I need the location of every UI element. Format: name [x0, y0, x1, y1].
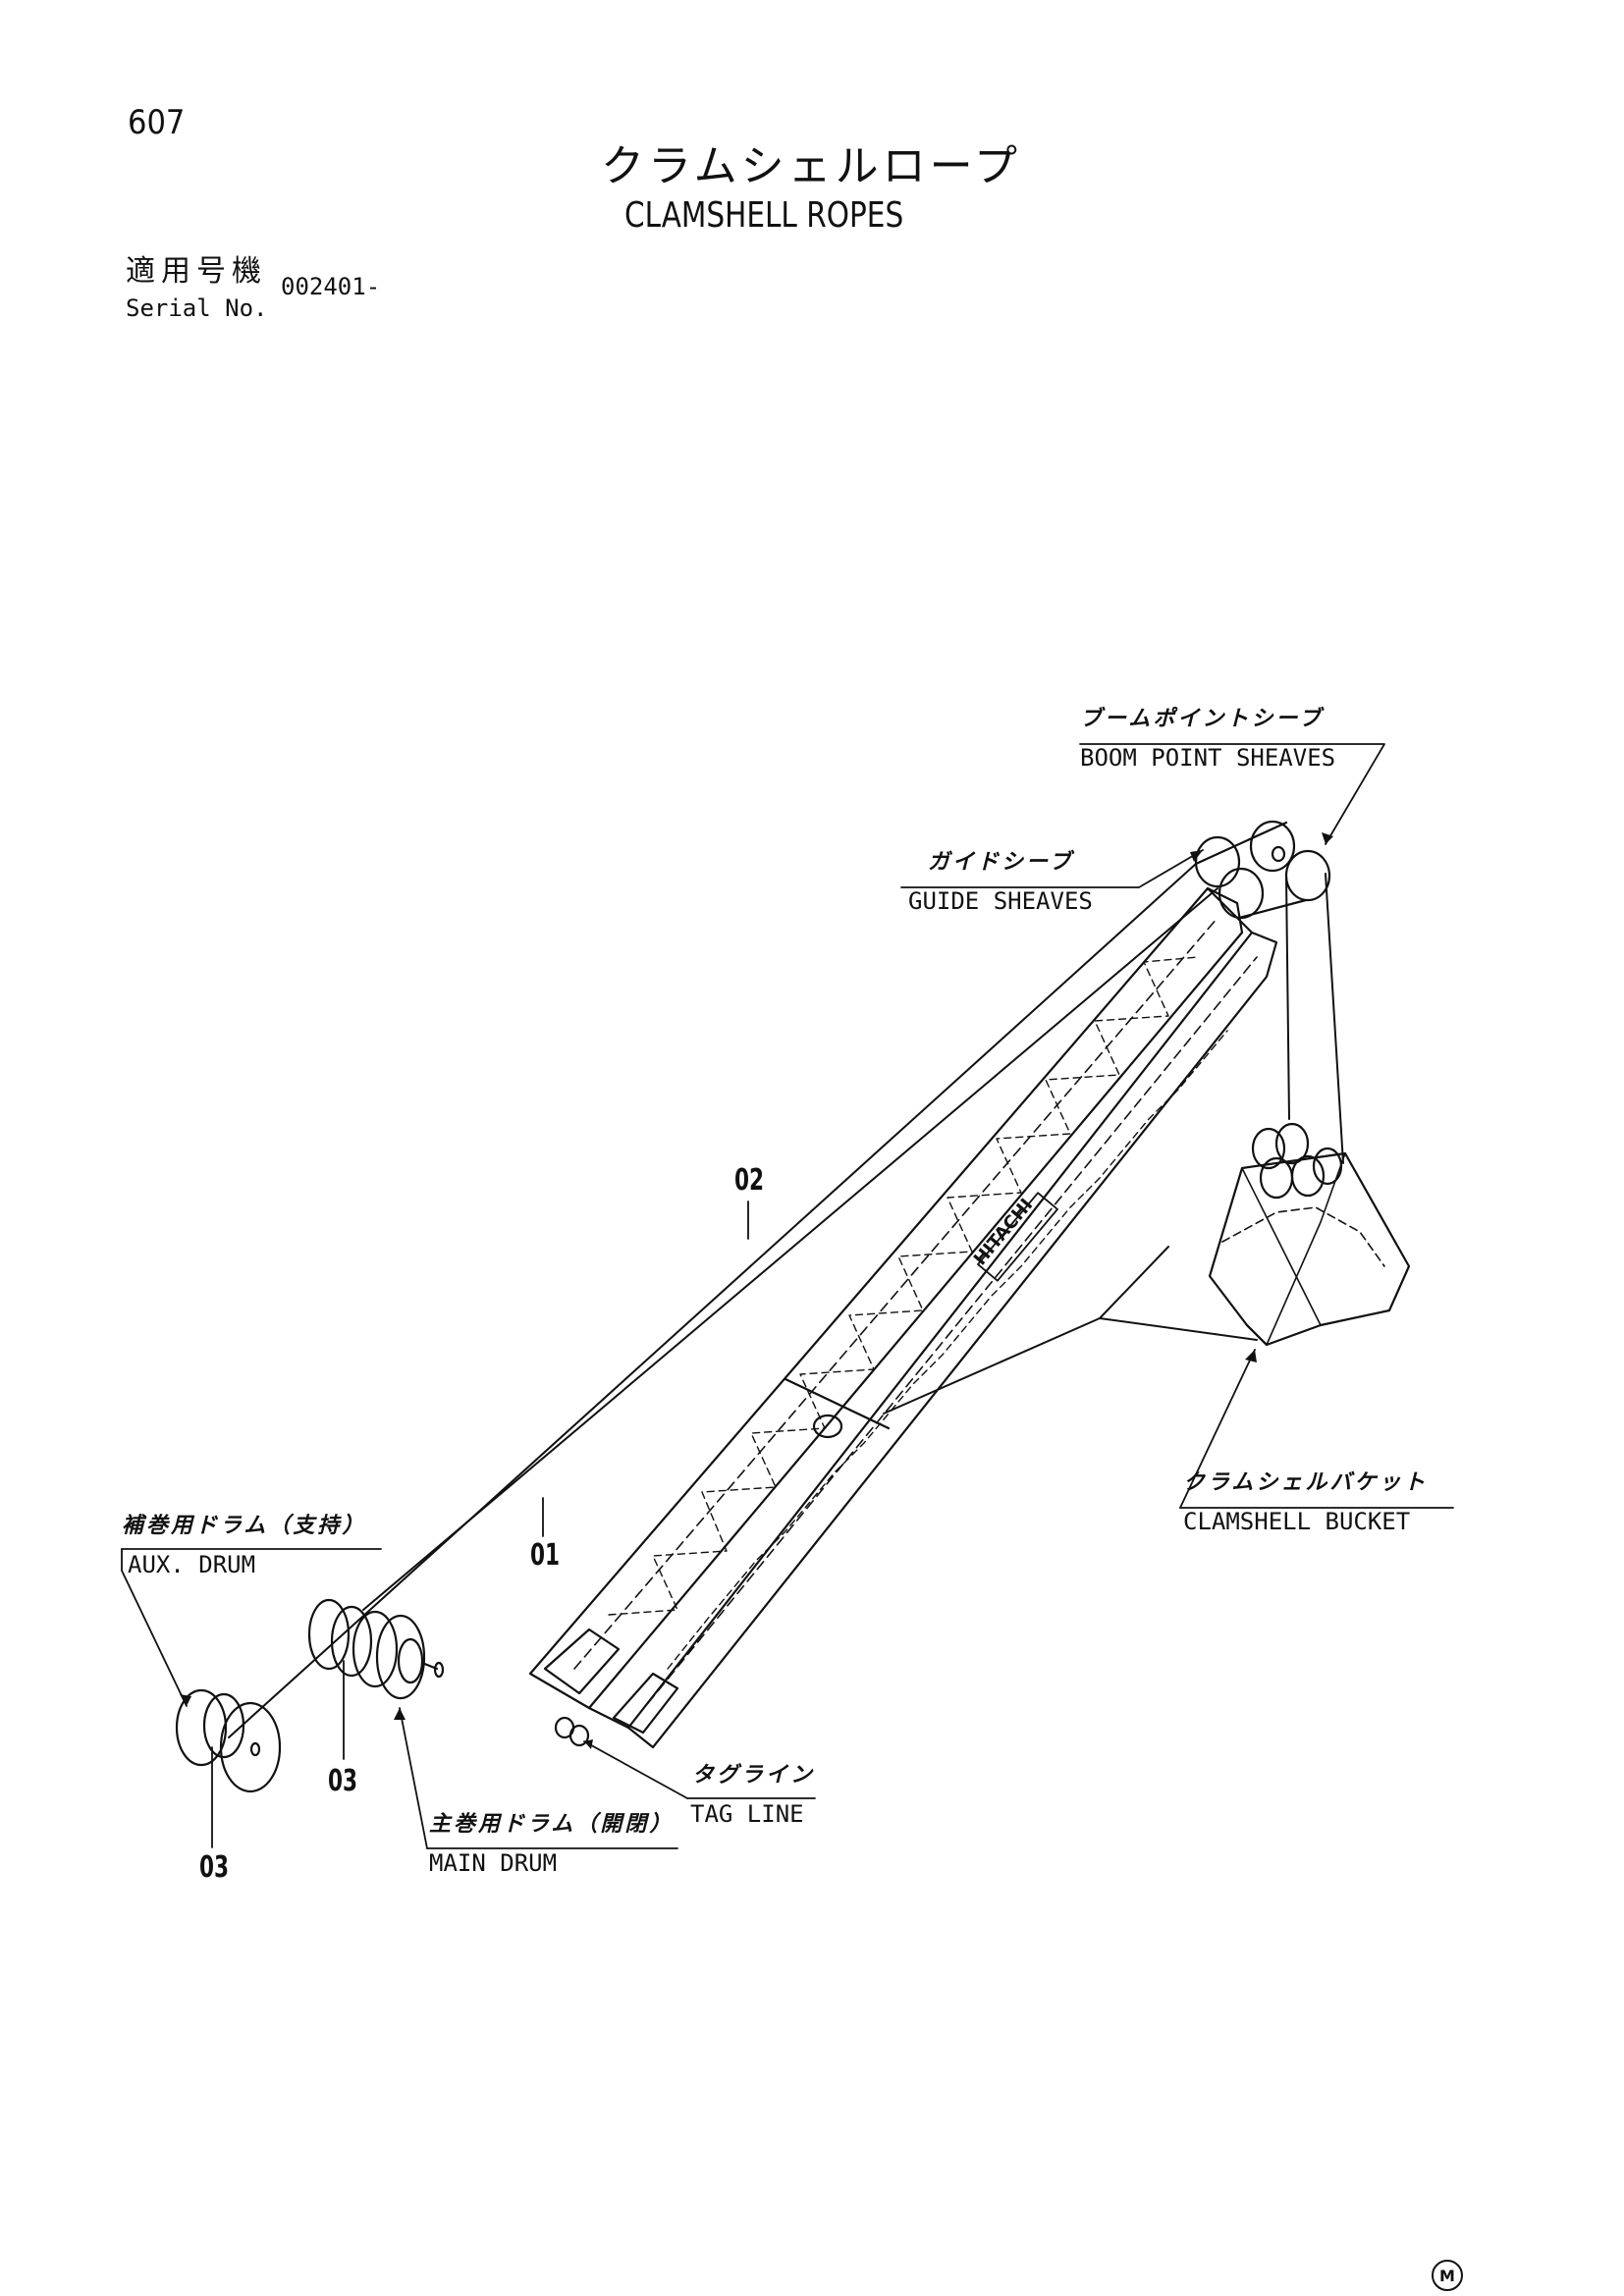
serial-label-jp: 適用号機 [126, 254, 267, 289]
label-tag-line-en: TAG LINE [690, 1800, 804, 1828]
serial-label-en: Serial No. [126, 294, 268, 322]
label-boom-point-sheaves-jp: ブームポイントシーブ [1080, 707, 1325, 731]
main-drum [307, 1598, 445, 1700]
clamshell-bucket [1208, 1122, 1411, 1347]
ropes [228, 863, 1344, 1738]
label-clamshell-bucket-en: CLAMSHELL BUCKET [1183, 1508, 1411, 1535]
part-number-03-main: 03 [328, 1764, 358, 1798]
label-boom-point-sheaves-en: BOOM POINT SHEAVES [1080, 744, 1336, 772]
label-guide-sheaves-jp: ガイドシーブ [928, 850, 1074, 875]
label-main-drum-jp: 主巻用ドラム（開閉） [429, 1812, 675, 1837]
label-tag-line-jp: タグライン [692, 1763, 816, 1788]
part-number-02: 02 [734, 1163, 765, 1198]
leader-lines [121, 743, 1454, 1849]
tag-line-winch [554, 1716, 590, 1747]
page-title-en: CLAMSHELL ROPES [624, 195, 904, 236]
page-number: 607 [128, 103, 186, 142]
label-clamshell-bucket-jp: クラムシェルバケット [1183, 1470, 1429, 1495]
label-aux-drum-en: AUX. DRUM [128, 1551, 256, 1578]
boom-point-sheaves [1194, 820, 1331, 920]
leader-arrows [180, 832, 1333, 1749]
serial-value: 002401- [281, 273, 381, 300]
page-title-jp: クラムシェルロープ [601, 141, 1022, 191]
label-main-drum-en: MAIN DRUM [429, 1849, 558, 1877]
part-number-03-aux: 03 [199, 1850, 230, 1885]
aux-drum [175, 1688, 282, 1793]
footer-mark: M [1432, 2260, 1463, 2291]
label-aux-drum-jp: 補巻用ドラム（支持） [122, 1514, 367, 1538]
label-guide-sheaves-en: GUIDE SHEAVES [908, 887, 1093, 915]
boom-lattice [528, 886, 1278, 1749]
part-number-01: 01 [530, 1538, 561, 1573]
